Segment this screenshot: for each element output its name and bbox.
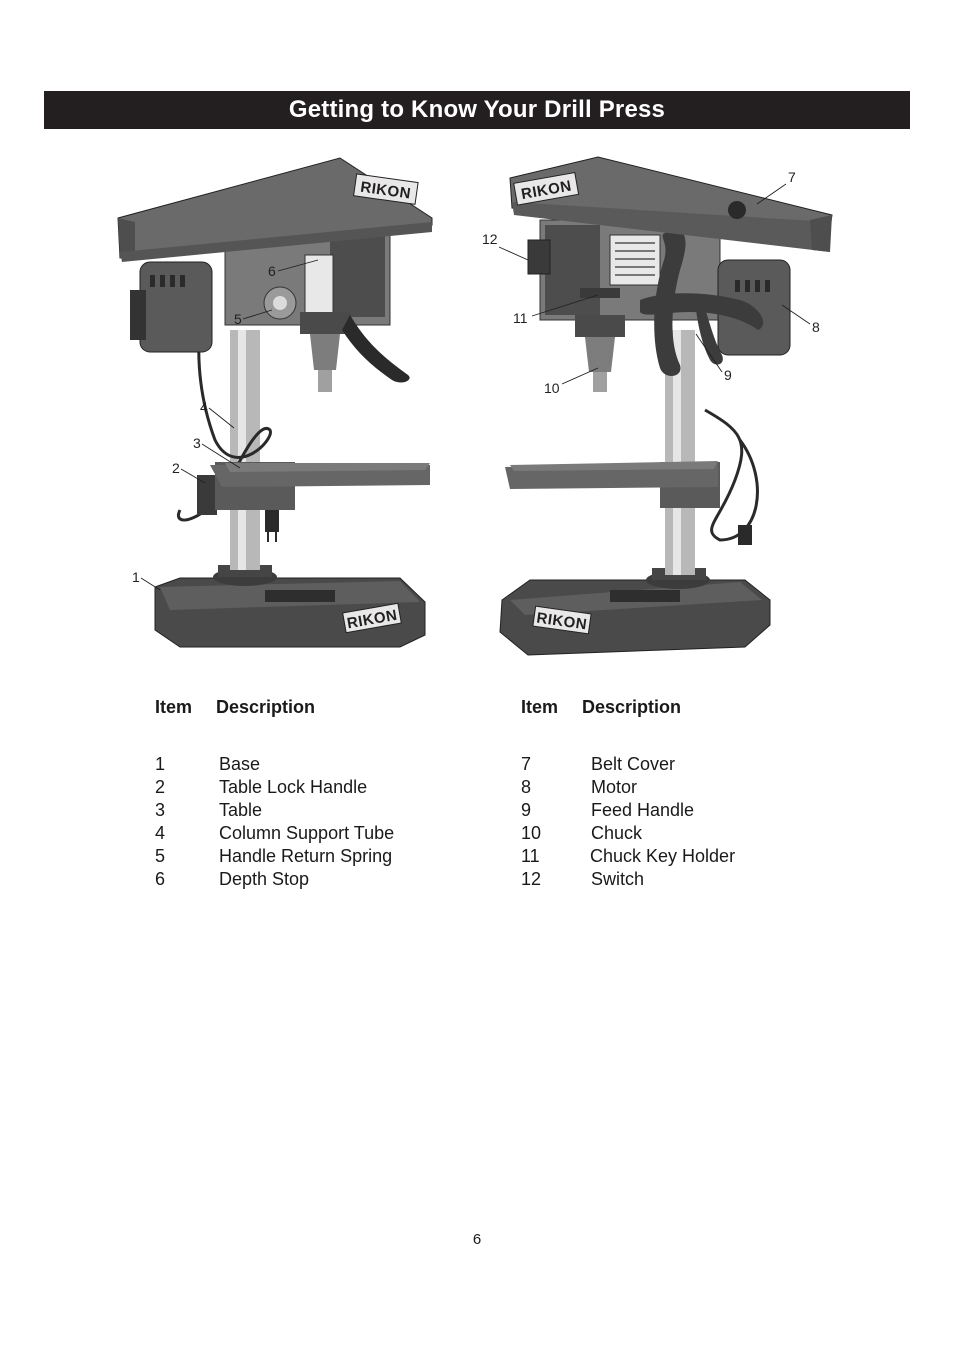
- callout-9: 9: [724, 367, 732, 383]
- item-description: Table Lock Handle: [219, 777, 368, 797]
- parts-table-left: Item Description 1 Base 2 Table Lock Han…: [155, 697, 394, 891]
- item-description: Motor: [591, 777, 638, 797]
- callout-6: 6: [268, 263, 276, 279]
- item-description: Depth Stop: [219, 869, 310, 889]
- item-description: Chuck: [591, 823, 643, 843]
- item-number: 1: [155, 754, 166, 774]
- callout-12: 12: [482, 231, 498, 247]
- table-row: 6 Depth Stop: [155, 868, 394, 891]
- callout-5: 5: [234, 311, 242, 327]
- item-number: 7: [521, 754, 532, 774]
- right-base-brand-label: RIKON: [535, 610, 588, 634]
- item-description: Table: [219, 800, 263, 820]
- callout-1: 1: [132, 569, 140, 585]
- table-header: Item Description: [155, 697, 394, 719]
- table-row: 7 Belt Cover: [521, 753, 735, 776]
- page-number: 6: [472, 1231, 482, 1248]
- table-row: 4 Column Support Tube: [155, 822, 394, 845]
- item-number: 2: [155, 777, 166, 797]
- item-column-header: Item: [155, 697, 193, 717]
- item-number: 10: [521, 823, 542, 843]
- item-number: 9: [521, 800, 532, 820]
- item-description: Column Support Tube: [219, 823, 395, 843]
- callout-4: 4: [200, 399, 208, 415]
- table-row: 8 Motor: [521, 776, 735, 799]
- item-number: 6: [155, 869, 166, 889]
- item-number: 4: [155, 823, 166, 843]
- table-row: 2 Table Lock Handle: [155, 776, 394, 799]
- item-description: Chuck Key Holder: [590, 846, 736, 866]
- table-row: 12 Switch: [521, 868, 735, 891]
- table-row: 1 Base: [155, 753, 394, 776]
- table-row: 11 Chuck Key Holder: [521, 845, 735, 868]
- table-header: Item Description: [521, 697, 735, 719]
- item-number: 3: [155, 800, 166, 820]
- parts-table-right: Item Description 7 Belt Cover 8 Motor 9 …: [521, 697, 735, 891]
- item-number: 12: [521, 869, 542, 889]
- table-row: 10 Chuck: [521, 822, 735, 845]
- item-column-header: Item: [521, 697, 559, 717]
- table-row: 5 Handle Return Spring: [155, 845, 394, 868]
- item-number: 5: [155, 846, 166, 866]
- item-number: 11: [521, 846, 540, 866]
- item-number: 8: [521, 777, 532, 797]
- callouts: 1 2 3 4 5 6 7 8 9 10 11 12: [132, 169, 820, 591]
- table-row: 3 Table: [155, 799, 394, 822]
- item-description: Switch: [591, 869, 645, 889]
- drill-press-illustration: RIKON: [117, 156, 833, 656]
- description-column-header: Description: [216, 697, 316, 717]
- item-description: Belt Cover: [591, 754, 676, 774]
- left-head-brand-label: RIKON: [359, 179, 412, 203]
- callout-10: 10: [544, 380, 560, 396]
- callout-2: 2: [172, 460, 180, 476]
- item-description: Base: [219, 754, 261, 774]
- description-column-header: Description: [582, 697, 682, 717]
- page-title: Getting to Know Your Drill Press: [288, 96, 666, 123]
- left-drill-press: RIKON: [117, 157, 433, 648]
- item-description: Handle Return Spring: [219, 846, 393, 866]
- callout-11: 11: [513, 310, 528, 326]
- callout-7: 7: [788, 169, 796, 185]
- section-title-bar: Getting to Know Your Drill Press: [44, 91, 910, 129]
- right-drill-press: RIKON: [499, 156, 833, 656]
- table-row: 9 Feed Handle: [521, 799, 735, 822]
- callout-8: 8: [812, 319, 820, 335]
- callout-3: 3: [193, 435, 201, 451]
- item-description: Feed Handle: [591, 800, 695, 820]
